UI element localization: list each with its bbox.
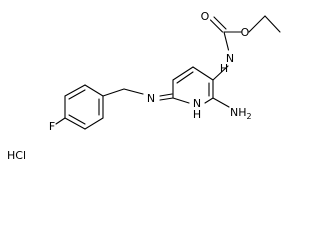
bond-carbonyl-double-b	[213, 16, 227, 30]
bond-ethyl-terminal	[264, 15, 281, 33]
bond-ring-c5-c4	[172, 66, 194, 81]
molecule-structure: O O N H N N H NH2 F HCl	[7, 10, 281, 162]
atom-amino-group: NH2	[230, 106, 252, 121]
bond-ethyl-to-oxygen	[248, 15, 266, 33]
atom-oxygen-carbonyl: O	[201, 10, 210, 23]
bond-carbonyl-double-a	[209, 19, 224, 33]
atom-oxygen-ester: O	[241, 26, 250, 39]
bond-nh-to-ring	[212, 65, 229, 81]
bond-amine-to-ch2	[123, 88, 144, 95]
atom-nitrogen-carbamate: N	[226, 52, 234, 65]
atom-nitrogen-amine-linker: N	[147, 92, 155, 105]
bond-benzene-4-5	[64, 117, 86, 130]
atom-nitrogen-ring: N	[193, 97, 201, 110]
bond-c6-to-amine-a	[159, 97, 174, 101]
atom-labels: O O N H N N H NH2 F HCl	[7, 10, 252, 162]
bond-ring-c2-n1-upper	[204, 97, 214, 104]
atom-hydrogen-carbamate: H	[220, 62, 228, 75]
bond-ring-c4-c3	[192, 66, 214, 81]
atom-hydrogen-ring: H	[193, 108, 201, 121]
bond-carbonyl-to-nh	[223, 31, 230, 51]
bond-ch2-to-benzene	[102, 88, 125, 97]
bond-benzene-inner-b	[68, 114, 86, 125]
bond-ring-to-amino	[212, 97, 230, 108]
bond-benzene-to-fluorine	[55, 117, 66, 125]
amino-subscript: 2	[247, 112, 252, 121]
hydrochloride-label: HCl	[7, 149, 26, 162]
bond-benzene-inner-a	[68, 89, 86, 100]
bond-benzene-1-2	[84, 84, 104, 97]
bond-lines	[55, 15, 281, 130]
bond-benzene-5-6	[84, 117, 104, 130]
atom-fluorine: F	[49, 120, 55, 133]
bond-c6-to-amine-b	[159, 93, 173, 97]
amino-label: NH	[230, 106, 247, 119]
bond-ring-n1-c6	[172, 97, 190, 104]
bond-ring-inner-c4-c5	[176, 71, 194, 84]
bond-benzene-2-3	[64, 84, 86, 97]
